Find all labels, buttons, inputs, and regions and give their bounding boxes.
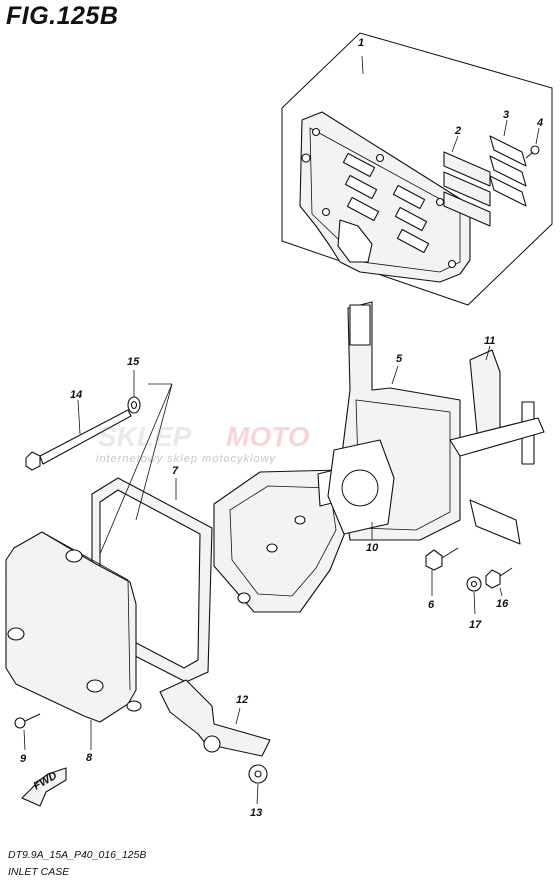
diagram-caption: INLET CASE xyxy=(8,866,70,878)
callout-13: 13 xyxy=(250,807,262,819)
inlet-gasket xyxy=(327,439,395,540)
silencer-screw xyxy=(14,713,41,751)
diagram-code: DT9.9A_15A_P40_016_125B xyxy=(8,849,147,861)
callout-1: 1 xyxy=(358,37,364,49)
leader-lines xyxy=(99,383,173,555)
callout-2: 2 xyxy=(454,125,461,137)
watermark: SKLEP MOTO internetowy sklep motocyklowy xyxy=(96,421,310,465)
callout-8: 8 xyxy=(86,752,93,764)
figure-title: FIG.125B xyxy=(6,2,119,30)
intake-silencer xyxy=(5,531,142,750)
callout-3: 3 xyxy=(503,109,509,121)
reed-valve-strips xyxy=(443,135,491,227)
reed-valve-inset xyxy=(281,32,553,306)
callout-9: 9 xyxy=(20,753,27,765)
watermark-brand-right: MOTO xyxy=(226,421,310,452)
callout-11: 11 xyxy=(484,335,495,347)
damper xyxy=(469,345,501,443)
callout-labels: 1 2 3 4 5 6 7 8 9 10 11 12 13 14 15 16 1… xyxy=(20,37,543,819)
callout-16: 16 xyxy=(496,598,509,610)
watermark-brand-left: SKLEP xyxy=(98,421,192,452)
linkage-bolt xyxy=(466,567,513,615)
callout-7: 7 xyxy=(172,465,179,477)
callout-15: 15 xyxy=(127,356,140,368)
link-lever xyxy=(159,679,271,805)
reed-valve-plate xyxy=(299,111,471,283)
long-bolt xyxy=(25,370,141,471)
forward-direction-arrow: FWD xyxy=(21,767,67,807)
callout-17: 17 xyxy=(469,619,482,631)
callout-14: 14 xyxy=(70,389,82,401)
reed-screw xyxy=(525,127,540,159)
callout-6: 6 xyxy=(428,599,435,611)
watermark-tagline: internetowy sklep motocyklowy xyxy=(96,453,277,465)
callout-5: 5 xyxy=(396,353,403,365)
callout-12: 12 xyxy=(236,694,248,706)
callout-10: 10 xyxy=(366,542,379,554)
throttle-linkage xyxy=(449,401,545,545)
reed-stoppers xyxy=(489,119,527,207)
callout-4: 4 xyxy=(536,117,543,129)
inlet-bolt xyxy=(425,547,459,596)
